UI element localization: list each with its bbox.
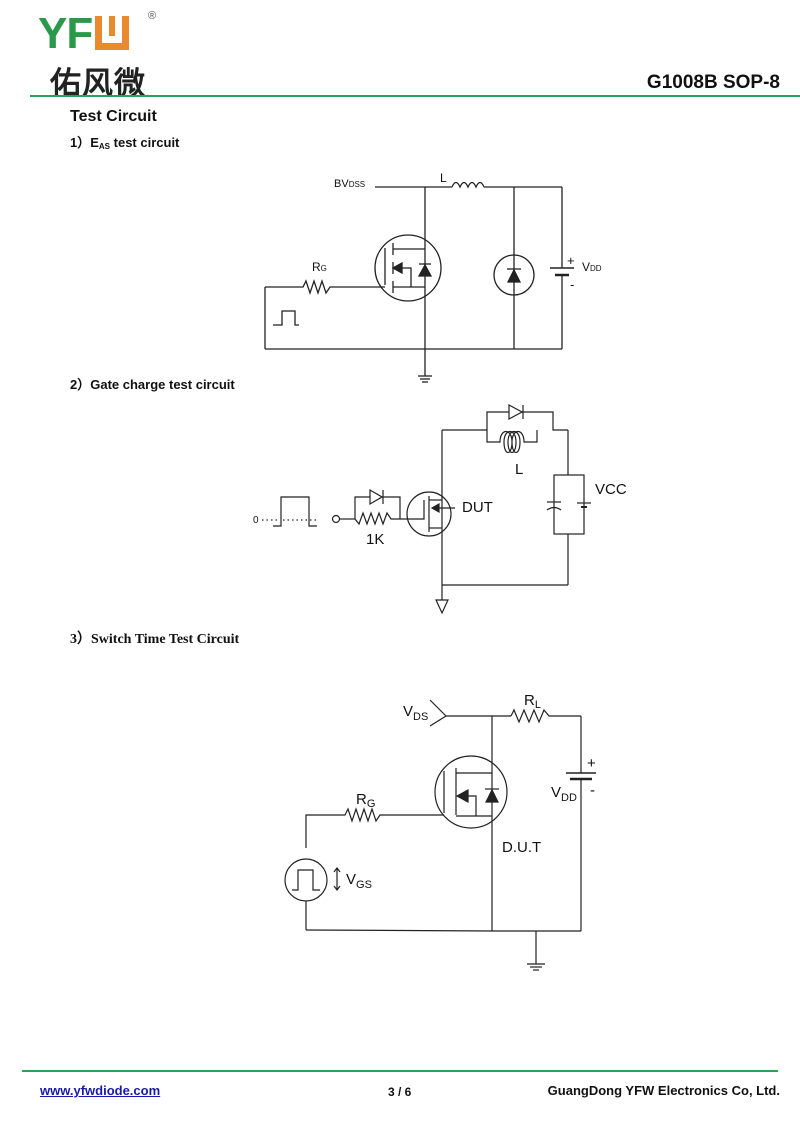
vgs-arrow-head	[333, 885, 341, 891]
mosfet-gate	[400, 500, 425, 520]
pulse-icon	[273, 496, 317, 527]
inductor-l	[486, 430, 538, 454]
label-dut: DUT	[462, 499, 493, 516]
switch-time-test-circuit	[284, 699, 596, 971]
subsection-2-heading: 2）Gate charge test circuit	[70, 374, 235, 393]
mosfet-arrow	[455, 788, 469, 804]
wire	[305, 929, 493, 932]
website-link[interactable]: www.yfwdiode.com	[40, 1083, 161, 1098]
capacitor-plate-curved	[546, 506, 562, 511]
subsection-label: Gate charge test circuit	[90, 377, 235, 392]
resistor-rl	[510, 708, 581, 724]
registered-mark: ®	[148, 10, 157, 22]
gate-charge-labels: 0 1K DUT L VCC	[253, 461, 627, 548]
label-vdd: VDD	[582, 260, 602, 274]
diode-symbol	[506, 268, 522, 283]
header-divider	[30, 95, 800, 97]
diode-symbol	[369, 488, 384, 506]
label-l: L	[440, 171, 447, 185]
inductor-l	[451, 181, 485, 189]
label-rg: RG	[356, 791, 375, 810]
eas-labels: BVDSS L RG + VDD -	[312, 171, 602, 292]
label-1k: 1K	[366, 531, 384, 548]
logo-letter-y: Y	[38, 9, 67, 58]
resistor-1k	[354, 511, 400, 526]
pulse-icon	[292, 869, 320, 891]
resistor-rg	[305, 807, 444, 848]
subsection-number: 1）	[70, 135, 91, 150]
page-number: 3 / 6	[388, 1085, 412, 1099]
mosfet-arrow	[391, 261, 403, 275]
subsection-1-heading: 1）EAS test circuit	[70, 132, 179, 151]
subsection-label: E	[90, 135, 99, 150]
mosfet-arrow	[430, 502, 440, 514]
wire	[486, 411, 568, 431]
label-minus: -	[590, 782, 595, 799]
vds-terminal	[429, 699, 447, 727]
eas-test-circuit	[264, 181, 574, 383]
vgs-arrow-head	[333, 867, 341, 873]
label-plus: +	[587, 755, 596, 772]
footer-divider	[22, 1070, 778, 1072]
label-vcc: VCC	[595, 481, 627, 498]
label-zero: 0	[253, 515, 259, 526]
logo-letter-f: F	[66, 9, 93, 58]
label-minus: -	[570, 277, 574, 292]
label-l: L	[515, 461, 523, 478]
wire-loop	[553, 474, 585, 535]
subsection-label: Switch Time Test Circuit	[91, 632, 240, 647]
label-vdd: VDD	[551, 784, 577, 804]
pulse-icon	[273, 310, 299, 326]
document-title: G1008B SOP-8	[646, 72, 780, 93]
company-name: GuangDong YFW Electronics Co, Ltd.	[547, 1083, 780, 1098]
label-plus: +	[567, 253, 575, 268]
wire	[465, 795, 477, 816]
ground-icon	[435, 599, 449, 615]
subsection-label-sub: AS	[98, 142, 111, 151]
wire	[400, 267, 412, 287]
diode-symbol	[508, 403, 524, 421]
resistor-rg	[265, 278, 385, 296]
subsection-number: 2）	[70, 377, 91, 392]
subsection-3-heading: 3）Switch Time Test Circuit	[70, 628, 239, 648]
label-bvdss: BVDSS	[334, 178, 365, 190]
logo: YF	[38, 9, 130, 58]
label-dut: D.U.T	[502, 839, 541, 856]
input-terminal	[331, 514, 341, 524]
mosfet-symbol	[374, 234, 442, 302]
mosfet-symbol	[434, 755, 508, 829]
label-rg: RG	[312, 260, 327, 274]
label-vds: VDS	[403, 703, 428, 723]
body-diode	[417, 263, 433, 277]
switch-time-labels: VDS RL RG + VDD - D.U.T VGS	[346, 692, 596, 891]
body-diode	[485, 788, 499, 803]
section-title: Test Circuit	[70, 108, 157, 125]
pulse-source	[284, 858, 328, 902]
subsection-label-rest: test circuit	[110, 135, 180, 150]
label-rl: RL	[524, 692, 541, 711]
subsection-number: 3）	[70, 632, 91, 647]
gate-charge-test-circuit	[262, 403, 591, 615]
mosfet-symbol	[406, 491, 452, 537]
logo-letter-w-mark	[95, 16, 130, 50]
label-vgs: VGS	[346, 871, 372, 891]
